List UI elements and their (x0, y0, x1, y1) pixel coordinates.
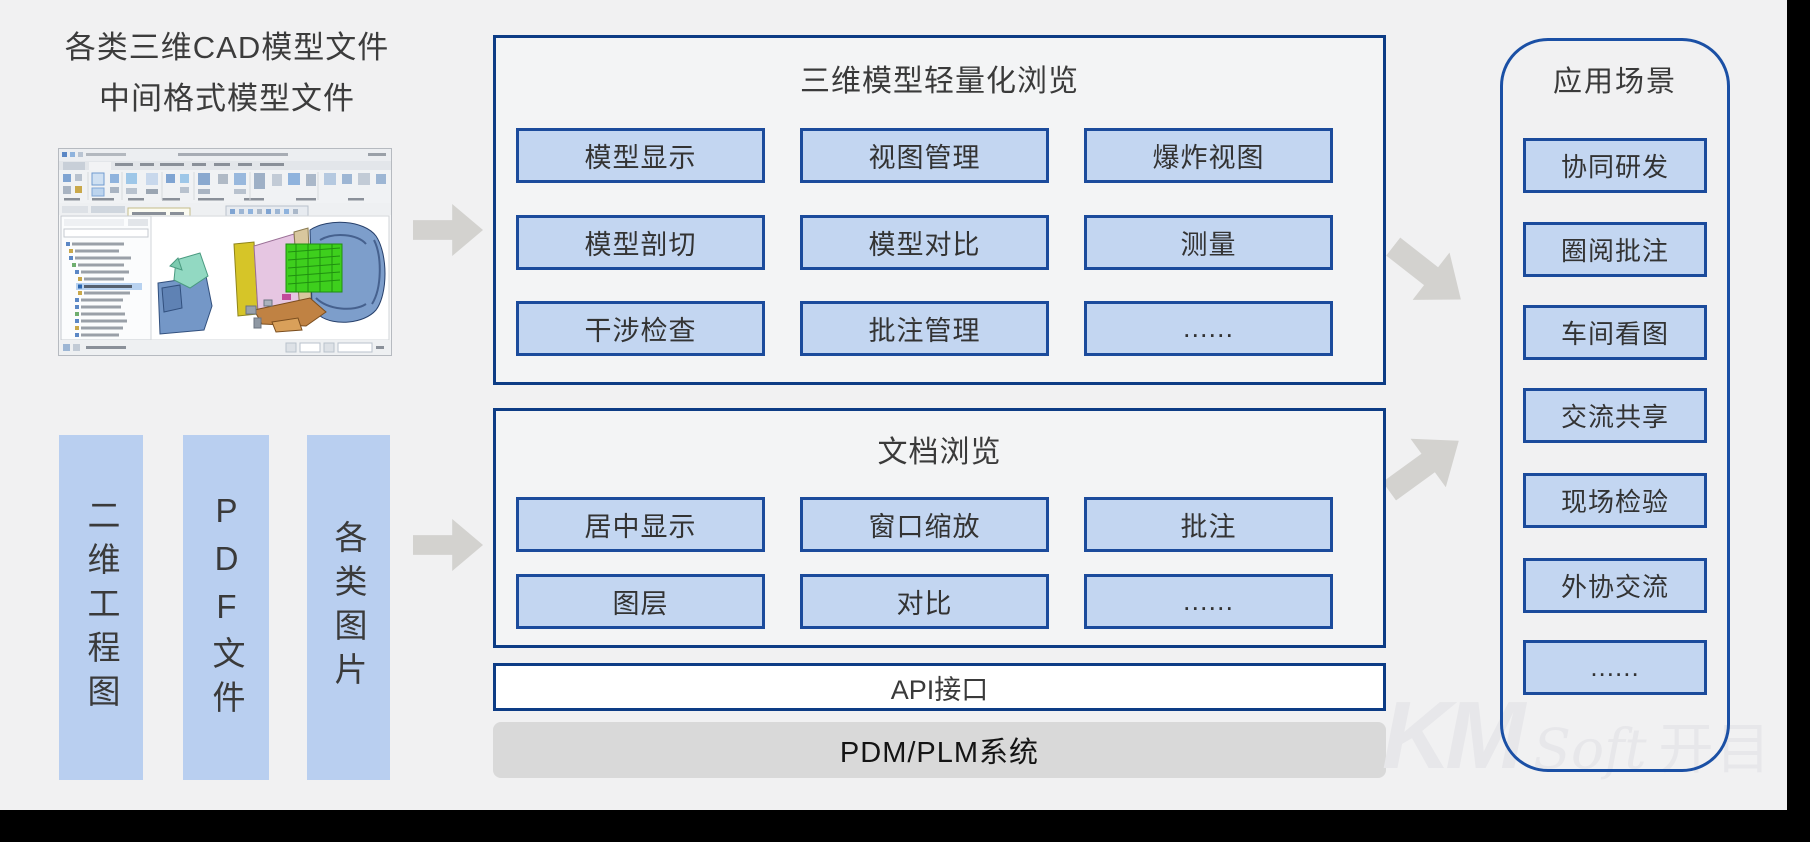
feature-layers: 图层 (516, 574, 765, 629)
arrow-document-to-scenarios (1372, 416, 1477, 515)
api-layer-label: API接口 (890, 674, 989, 705)
cad-ribbon-icons (59, 170, 391, 203)
document-box-title: 文档浏览 (877, 436, 1002, 469)
cad-subtoolbar (59, 203, 391, 221)
feature-center-display: 居中显示 (516, 497, 765, 552)
pdm-plm-layer-bar: PDM/PLM系统 (493, 722, 1386, 778)
scenario-exchange-sharing: 交流共享 (1523, 388, 1707, 443)
feature-model-section: 模型剖切 (516, 215, 765, 270)
feature-exploded-view: 爆炸视图 (1084, 128, 1333, 183)
km-logo: KM (1382, 682, 1525, 789)
arrow-sources-to-document (413, 519, 483, 571)
scenario-collaborative-rd: 协同研发 (1523, 138, 1707, 193)
feature-measure: 测量 (1084, 215, 1333, 270)
cad-screenshot (58, 148, 392, 356)
arrow-viewer-to-scenarios (1375, 223, 1480, 323)
scenario-workshop-viewing: 车间看图 (1523, 305, 1707, 360)
source-files-heading: 各类三维CAD模型文件 中间格式模型文件 (28, 22, 426, 124)
source-bar-images: 各类图片 (307, 435, 390, 780)
feature-compare: 对比 (800, 574, 1049, 629)
scenario-panel (1500, 38, 1730, 772)
heading-line-2: 中间格式模型文件 (99, 81, 355, 116)
feature-viewer-more: ...... (1084, 301, 1333, 356)
feature-document-more: ...... (1084, 574, 1333, 629)
scenario-external-exchange: 外协交流 (1523, 558, 1707, 613)
feature-model-display: 模型显示 (516, 128, 765, 183)
arrow-cad-to-viewer (413, 204, 483, 256)
feature-view-management: 视图管理 (800, 128, 1049, 183)
source-bar-pdf: PDF文件 (183, 435, 269, 780)
diagram-content-area: KM Soft 开目 各类三维CAD模型文件 中间格式模型文件 (0, 0, 1787, 810)
feature-window-zoom: 窗口缩放 (800, 497, 1049, 552)
cad-ribbon-tabs (59, 161, 391, 170)
cad-3d-model (150, 215, 390, 341)
heading-line-1: 各类三维CAD模型文件 (64, 30, 390, 65)
feature-annotation-management: 批注管理 (800, 301, 1049, 356)
scenario-review-annotation: 圈阅批注 (1523, 222, 1707, 277)
scenario-more: ...... (1523, 640, 1707, 695)
viewer-box-title: 三维模型轻量化浏览 (800, 65, 1079, 98)
feature-annotate: 批注 (1084, 497, 1333, 552)
pdm-plm-layer-label: PDM/PLM系统 (839, 737, 1040, 769)
feature-interference-check: 干涉检查 (516, 301, 765, 356)
cad-model-tree (60, 215, 152, 341)
api-layer-bar: API接口 (493, 663, 1386, 711)
source-bar-2d-drawing: 二维工程图 (59, 435, 143, 780)
scenario-panel-title: 应用场景 (1552, 66, 1677, 98)
feature-model-compare: 模型对比 (800, 215, 1049, 270)
scenario-onsite-inspection: 现场检验 (1523, 473, 1707, 528)
cad-status-bar (59, 340, 391, 355)
